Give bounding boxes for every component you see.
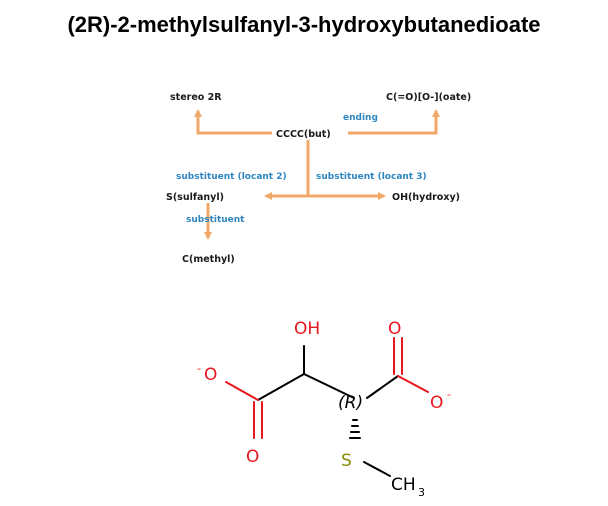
bond-s-ch3 xyxy=(363,461,391,477)
bond-c2-s-hashed xyxy=(349,419,361,439)
node-stereo: stereo 2R xyxy=(170,92,222,103)
node-root: CCCC(but) xyxy=(276,129,331,140)
atom-carbonyl-o-right: O xyxy=(388,319,401,339)
edge-label-substituent-locant-2: substituent (locant 2) xyxy=(176,172,287,182)
atom-oxide-right: O xyxy=(430,393,443,413)
atom-methyl-subscript: 3 xyxy=(418,486,425,499)
node-sulfanyl: S(sulfanyl) xyxy=(166,192,224,203)
stereo-label: (R) xyxy=(338,393,363,413)
parse-tree: stereo 2R C(=O)[O-](oate) CCCC(but) S(su… xyxy=(166,92,471,265)
node-hydroxy: OH(hydroxy) xyxy=(392,192,460,203)
arrow-root-to-ending xyxy=(348,109,440,135)
atom-carbonyl-o-left: O xyxy=(246,447,259,467)
bond-c1-c3 xyxy=(257,373,305,401)
node-ending-value: C(=O)[O-](oate) xyxy=(386,92,471,103)
atom-sulfur: S xyxy=(341,451,352,471)
charge-right: - xyxy=(447,388,451,401)
edge-label-substituent-locant-3: substituent (locant 3) xyxy=(316,172,427,182)
atom-methyl: CH xyxy=(391,475,416,495)
bond-c2-c4 xyxy=(366,375,399,399)
molecule-structure: OH O O - O O - (R) S CH 3 xyxy=(197,319,451,499)
bond-c3-c2 xyxy=(303,373,355,399)
atom-oxide-left: O xyxy=(204,365,217,385)
atom-hydroxyl: OH xyxy=(294,319,320,339)
node-methyl: C(methyl) xyxy=(182,254,235,265)
edge-label-substituent: substituent xyxy=(186,215,245,225)
arrow-root-to-stereo xyxy=(194,109,272,135)
edge-label-ending: ending xyxy=(343,113,378,123)
charge-left: - xyxy=(197,362,201,375)
page-title: (2R)-2-methylsulfanyl-3-hydroxybutanedio… xyxy=(67,12,541,37)
bond-c4-o-minus xyxy=(397,375,429,393)
bond-c1-o-minus xyxy=(225,381,259,401)
